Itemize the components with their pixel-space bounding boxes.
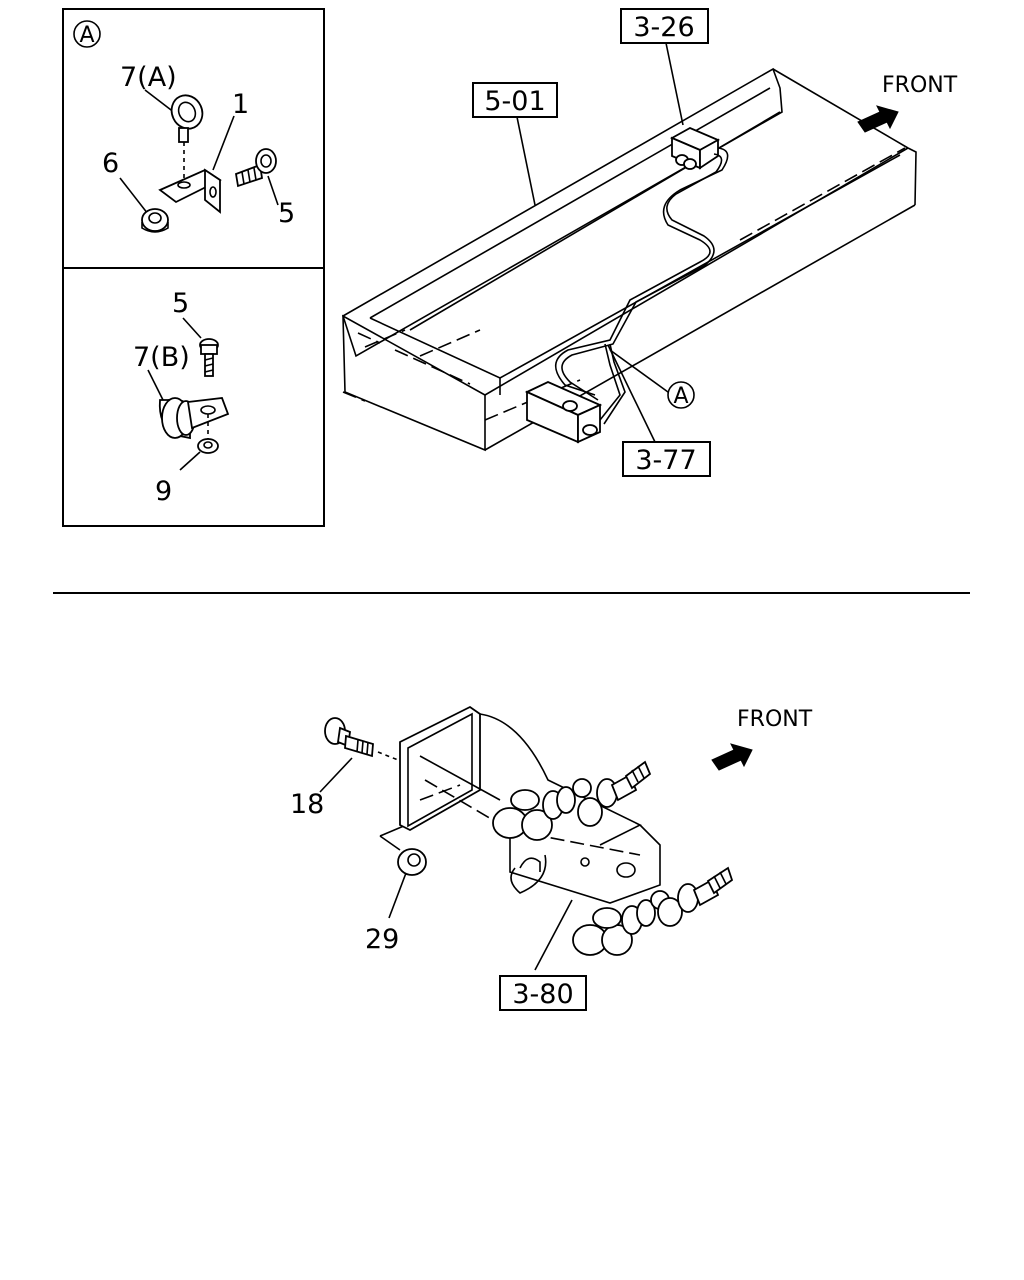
ref-box-valve: 3-26 [620,8,709,44]
lower-assembly: FRONT 18 29 3-80 [290,705,813,1011]
ref-box-pipe: 3-77 [622,441,711,477]
ref-pipe-label: 3-77 [635,445,696,476]
callout-bolt-top: 5 [278,198,295,229]
view-marker-a-label: A [79,23,94,48]
bracket-part [158,168,222,214]
bolt-18-part [324,717,399,761]
coupling-head-lower-part [572,866,734,956]
flange-part [399,705,481,832]
callout-nut-29: 29 [365,924,399,955]
bolt-top-part [234,148,277,188]
callout-bolt-18: 18 [290,789,324,820]
view-marker-a-circle: A [73,20,101,48]
front-label-upper: FRONT [882,73,958,98]
callout-clip-a: 7(A) [120,62,177,93]
view-marker-a-circle-upper: A [667,381,695,409]
callout-bracket: 1 [232,89,249,120]
front-label-lower: FRONT [737,707,813,732]
callout-bolt-bottom: 5 [172,288,189,319]
ref-box-frame: 5-01 [472,82,558,118]
clip-a-part [170,94,204,186]
ref-block-label: 3-80 [512,979,573,1010]
block-upper-part [524,381,603,444]
detail-inset: A 7(A) 1 6 5 [62,8,325,527]
front-arrow-lower-icon [711,743,753,771]
nut-top-part [141,208,169,233]
ref-box-block: 3-80 [499,975,587,1011]
valve-part [669,126,721,170]
upper-assembly: 3-26 5-01 3-77 FRONT [342,8,958,477]
callout-clip-b: 7(B) [133,342,190,373]
coupling-block-part [419,713,661,904]
coupling-head-upper-part [492,760,652,841]
callout-nut-top: 6 [102,148,119,179]
callout-washer: 9 [155,476,172,507]
clip-b-part [158,397,230,440]
bolt-bottom-part [199,338,219,377]
view-marker-a-label-upper: A [673,384,688,409]
front-arrow-upper-icon [857,105,899,133]
washer-part [197,438,219,454]
ref-frame-label: 5-01 [484,86,545,117]
nut-29-part [379,819,427,876]
ref-valve-label: 3-26 [633,12,694,43]
